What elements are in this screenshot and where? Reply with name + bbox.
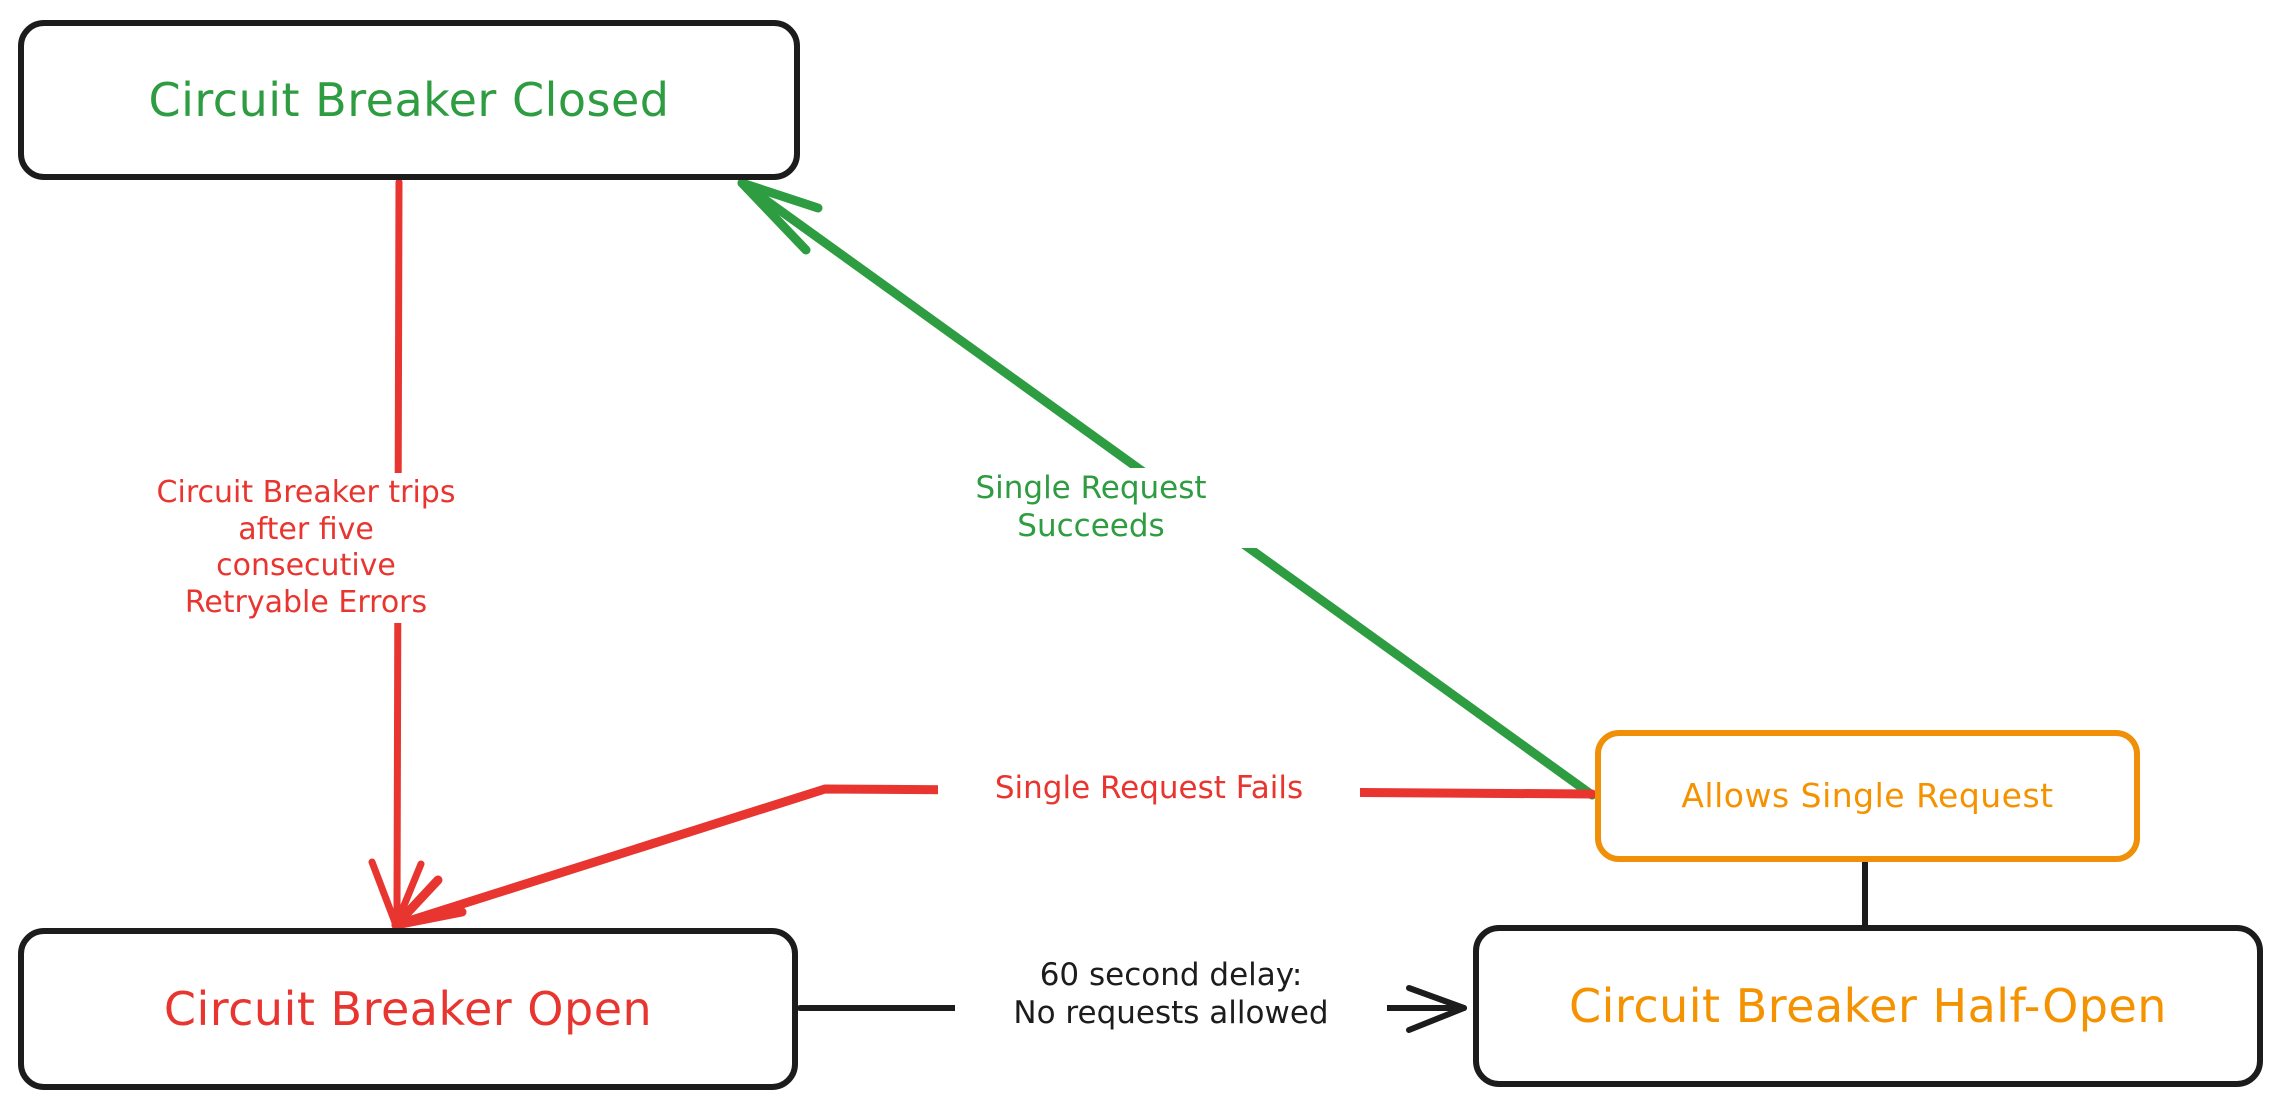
node-circuit-breaker-half-open[interactable]: Circuit Breaker Half-Open bbox=[1473, 925, 2263, 1087]
edge-label-single-request-fails: Single Request Fails bbox=[938, 768, 1360, 810]
node-half-open-label: Circuit Breaker Half-Open bbox=[1569, 978, 2167, 1033]
edge-label-circuit-breaker-trips: Circuit Breaker trips after five consecu… bbox=[152, 473, 460, 624]
node-circuit-breaker-open[interactable]: Circuit Breaker Open bbox=[18, 928, 798, 1090]
node-allows-single-request-label: Allows Single Request bbox=[1681, 775, 2054, 815]
node-allows-single-request[interactable]: Allows Single Request bbox=[1595, 730, 2140, 862]
node-circuit-breaker-closed[interactable]: Circuit Breaker Closed bbox=[18, 20, 800, 180]
node-open-label: Circuit Breaker Open bbox=[163, 981, 653, 1036]
node-closed-label: Circuit Breaker Closed bbox=[148, 72, 670, 127]
edge-label-single-request-succeeds: Single Request Succeeds bbox=[900, 468, 1282, 548]
edge-label-sixty-second-delay: 60 second delay: No requests allowed bbox=[955, 955, 1387, 1035]
